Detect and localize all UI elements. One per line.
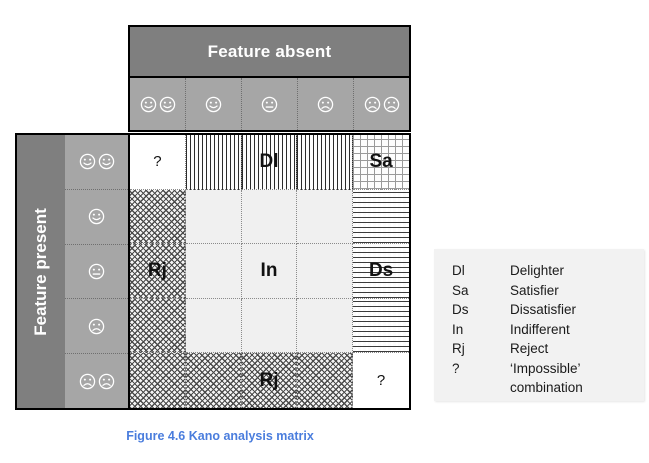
column-header-row: [128, 78, 411, 132]
cell-label: ?: [153, 153, 162, 171]
matrix-cell-r2c5-dissatisfier: [353, 189, 409, 245]
matrix-cell-r1c4-delighter: [297, 135, 354, 190]
cell-label: Rj: [259, 369, 279, 391]
column-axis-title-label: Feature absent: [207, 41, 332, 61]
legend-entry: Sa Satisfier: [452, 281, 644, 301]
matrix-cell-r3c4-indifferent: [297, 244, 354, 299]
matrix-cell-r1c3-delighter: Dl: [241, 135, 298, 190]
matrix-cell-r5c5-impossible: ?: [353, 353, 409, 408]
smile-face-icon: [159, 96, 175, 112]
legend-key: Sa: [452, 282, 469, 298]
column-header-5: [354, 78, 409, 130]
cell-label: Sa: [369, 150, 393, 172]
frown-face-icon: [79, 373, 95, 389]
matrix-cell-r1c2-delighter: [185, 135, 242, 190]
legend-key: Ds: [452, 302, 469, 317]
legend-value: Delighter: [510, 263, 565, 278]
legend-entry: Rj Reject: [452, 339, 644, 359]
matrix-cell-r4c1-reject: [130, 298, 186, 354]
column-header-4: [298, 78, 354, 130]
smile-face-icon: [205, 96, 222, 112]
legend-value: Dissatisfier: [510, 302, 577, 317]
matrix-cell-r3c3-indifferent: In: [241, 244, 298, 299]
matrix-cell-r4c3-indifferent: [241, 298, 298, 354]
smile-face-icon: [140, 96, 156, 112]
legend-entry: In Indifferent: [452, 320, 644, 340]
matrix-cell-r2c2-indifferent: [185, 189, 242, 245]
matrix-cell-r1c1-impossible: ?: [130, 135, 186, 190]
smile-face-icon: [98, 154, 114, 170]
row-header-2: [65, 190, 128, 245]
legend-key: Rj: [452, 341, 465, 356]
neutral-face-icon: [88, 263, 105, 280]
matrix-cell-r4c5-dissatisfier: [353, 298, 409, 354]
legend-value: Reject: [510, 341, 549, 356]
matrix-cell-r4c4-indifferent: [297, 298, 354, 354]
legend-key: ?: [452, 360, 460, 376]
row-header-column: [65, 133, 128, 410]
matrix-cell-r5c4-reject: [297, 353, 354, 408]
matrix-cell-r4c2-indifferent: [185, 298, 242, 354]
matrix-cell-r5c2-reject: [185, 353, 242, 408]
matrix-cell-r3c1-reject: Rj: [130, 244, 186, 299]
row-header-5: [65, 354, 128, 408]
frown-face-icon: [98, 373, 114, 389]
column-header-1: [130, 78, 186, 130]
legend-key: Dl: [452, 263, 465, 278]
legend-entry: Ds Dissatisfier: [452, 300, 644, 320]
column-axis-title: Feature absent: [128, 25, 411, 78]
cell-label: Rj: [147, 259, 167, 281]
matrix-cell-r5c3-reject: Rj: [241, 353, 298, 408]
row-header-4: [65, 299, 128, 355]
matrix-cell-r2c3-indifferent: [241, 189, 298, 245]
row-header-1: [65, 135, 128, 190]
row-axis-title: Feature present: [15, 133, 65, 410]
legend-value: ‘Impossible’: [510, 360, 581, 376]
matrix-cell-r3c2-indifferent: [185, 244, 242, 299]
row-axis-title-label: Feature present: [31, 207, 51, 336]
column-header-3: [242, 78, 298, 130]
legend-key: In: [452, 321, 464, 337]
smile-face-icon: [79, 154, 95, 170]
matrix-cell-r3c5-dissatisfier: Ds: [353, 244, 409, 299]
frown-face-icon: [364, 96, 380, 112]
legend-continuation: combination: [510, 380, 583, 395]
matrix-cell-r2c1-reject: [130, 189, 186, 245]
smile-face-icon: [88, 208, 105, 225]
frown-face-icon: [88, 318, 105, 335]
cell-label: Dl: [259, 150, 279, 172]
matrix-cell-r2c4-indifferent: [297, 189, 354, 245]
neutral-face-icon: [261, 96, 278, 112]
legend-entry: ? ‘Impossible’: [452, 359, 644, 379]
cell-label: ?: [376, 372, 386, 390]
cell-label: Ds: [368, 259, 394, 281]
row-header-3: [65, 245, 128, 300]
frown-face-icon: [317, 96, 334, 112]
matrix-cell-r1c5-satisfier: Sa: [353, 135, 409, 190]
matrix-cell-r5c1-reject: [130, 353, 186, 408]
cell-label: In: [260, 259, 278, 281]
legend-value: Indifferent: [510, 321, 570, 337]
frown-face-icon: [383, 96, 399, 112]
figure-caption: Figure 4.6 Kano analysis matrix: [126, 429, 314, 443]
legend-value: Satisfier: [510, 282, 559, 298]
column-header-2: [186, 78, 242, 130]
legend-entry: Dl Delighter: [452, 261, 644, 281]
